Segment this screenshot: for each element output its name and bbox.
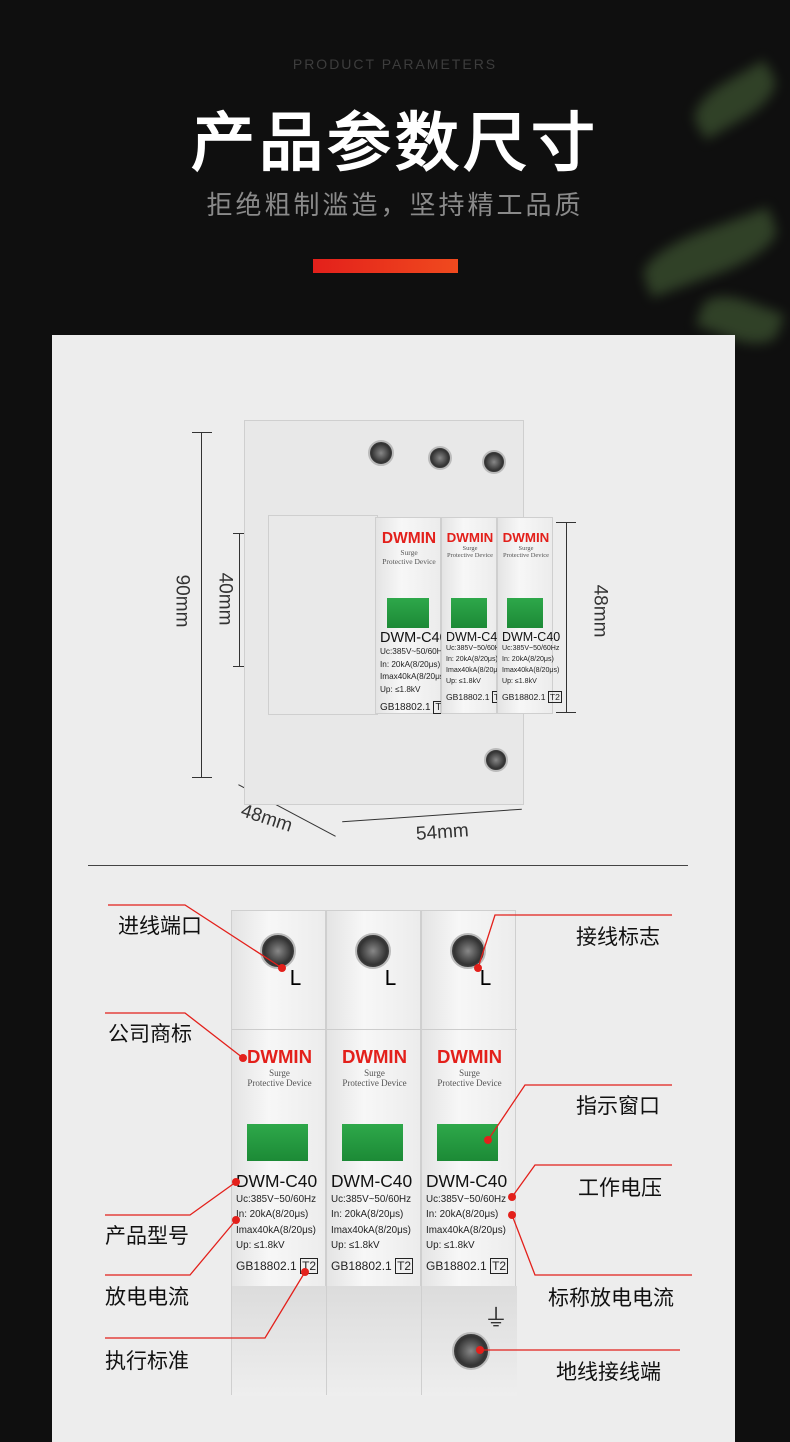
spd-module: L DWMIN Surge Protective Device DWM-C40 … [231, 910, 327, 1396]
spec-up: Up: ≤1.8kV [426, 1239, 475, 1251]
product-line1: Surge [462, 545, 478, 552]
brand-logo: DWMIN [502, 530, 550, 545]
indicator-window [450, 598, 487, 628]
product-line2: Protective Device [247, 1078, 312, 1088]
callout-standard: 执行标准 [105, 1349, 189, 1373]
product-line2: Protective Device [342, 1078, 407, 1088]
spec-up: Up: ≤1.8kV [502, 677, 537, 685]
indicator-window [386, 598, 429, 628]
screw-icon [354, 933, 391, 969]
spec-imax: Imax40kA(8/20μs) [331, 1224, 411, 1236]
callout-wiring-mark: 接线标志 [576, 925, 660, 949]
screw-icon [484, 748, 508, 772]
product-line2: Protective Device [447, 552, 493, 559]
terminal-label: L [289, 966, 301, 990]
callout-company-logo: 公司商标 [108, 1022, 192, 1046]
product-line1: Surge [269, 1068, 290, 1078]
spd-module: DWMIN Surge Protective Device DWM-C40 Uc… [441, 517, 506, 714]
spd-module: DWMIN Surge Protective Device DWM-C40 Uc… [497, 517, 562, 714]
spec-imax: Imax40kA(8/20μs) [236, 1224, 316, 1236]
device-side-cover [268, 515, 378, 715]
brand-logo: DWMIN [381, 530, 437, 547]
product-line2: Protective Device [382, 557, 436, 566]
spec-in: In: 20kA(8/20μs) [446, 655, 498, 663]
model-number: DWM-C40 [502, 630, 561, 644]
spec-up: Up: ≤1.8kV [380, 685, 421, 695]
spec-uc: Uc:385V~50/60Hz [426, 1194, 507, 1205]
spd-module: L DWMIN Surge Protective Device DWM-C40 … [421, 910, 517, 1396]
ground-icon: ⏚ [484, 1304, 508, 1332]
callout-ground-terminal: 地线接线端 [556, 1360, 661, 1384]
standard-code: GB18802.1 [380, 701, 431, 713]
spec-uc: Uc:385V~50/60Hz [502, 645, 560, 652]
model-number: DWM-C40 [236, 1171, 318, 1191]
product-line1: Surge [459, 1068, 480, 1078]
spd-module: DWMIN Surge Protective Device DWM-C40 Uc… [375, 517, 450, 714]
callout-indicator-window: 指示窗口 [576, 1094, 660, 1118]
spec-uc: Uc:385V~50/60Hz [446, 645, 504, 652]
standard-code: GB18802.1 [502, 691, 546, 702]
spec-in: In: 20kA(8/20μs) [502, 655, 554, 663]
spec-imax: Imax40kA(8/20μs) [380, 672, 447, 682]
brand-logo: DWMIN [246, 1046, 313, 1067]
spec-up: Up: ≤1.8kV [331, 1239, 380, 1251]
model-number: DWM-C40 [446, 630, 505, 644]
model-number: DWM-C40 [380, 630, 448, 646]
standard-code: GB18802.1 [236, 1259, 297, 1273]
callout-model: 产品型号 [105, 1224, 189, 1248]
spd-module: L DWMIN Surge Protective Device DWM-C40 … [326, 910, 422, 1396]
brand-logo: DWMIN [341, 1046, 408, 1067]
spec-imax: Imax40kA(8/20μs) [502, 666, 560, 674]
brand-logo: DWMIN [436, 1046, 503, 1067]
standard-code: GB18802.1 [331, 1259, 392, 1273]
class-badge: T2 [490, 1258, 509, 1274]
class-badge: T2 [395, 1258, 414, 1274]
slogan: 拒绝粗制滥造，坚持精工品质 [206, 191, 584, 221]
product-line1: Surge [364, 1068, 385, 1078]
spec-imax: Imax40kA(8/20μs) [446, 666, 504, 674]
product-line1: Surge [518, 545, 534, 552]
callout-nominal-discharge: 标称放电电流 [548, 1286, 674, 1310]
callout-working-voltage: 工作电压 [578, 1176, 662, 1200]
spec-uc: Uc:385V~50/60Hz [380, 647, 447, 656]
product-line2: Protective Device [437, 1078, 502, 1088]
product-line1: Surge [400, 548, 418, 557]
spec-in: In: 20kA(8/20μs) [380, 659, 441, 669]
subtitle-en: PRODUCT PARAMETERS [292, 56, 498, 72]
spec-in: In: 20kA(8/20μs) [426, 1209, 499, 1221]
spec-in: In: 20kA(8/20μs) [331, 1209, 404, 1221]
callout-incoming-terminal: 进线端口 [118, 914, 202, 938]
spec-up: Up: ≤1.8kV [446, 677, 481, 685]
callout-discharge-current: 放电电流 [105, 1285, 189, 1309]
screw-icon [368, 440, 394, 466]
model-number: DWM-C40 [426, 1171, 508, 1191]
standard-code: GB18802.1 [446, 691, 490, 702]
brand-logo: DWMIN [446, 530, 494, 545]
standard-code: GB18802.1 [426, 1259, 487, 1273]
spec-up: Up: ≤1.8kV [236, 1239, 285, 1251]
spec-uc: Uc:385V~50/60Hz [236, 1194, 317, 1205]
indicator-window [342, 1124, 403, 1161]
divider [88, 865, 688, 866]
product-line2: Protective Device [503, 552, 549, 559]
screw-icon [482, 450, 506, 474]
model-number: DWM-C40 [331, 1171, 413, 1191]
terminal-label: L [384, 966, 396, 990]
terminal-label: L [479, 966, 491, 990]
indicator-window [506, 598, 543, 628]
class-badge: T2 [547, 690, 562, 703]
spec-imax: Imax40kA(8/20μs) [426, 1224, 506, 1236]
spec-uc: Uc:385V~50/60Hz [331, 1194, 412, 1205]
page-title: 产品参数尺寸 [191, 107, 599, 181]
screw-icon [428, 446, 452, 470]
screw-icon [259, 933, 296, 969]
indicator-window [247, 1124, 308, 1161]
accent-bar [313, 259, 458, 273]
spec-in: In: 20kA(8/20μs) [236, 1209, 309, 1221]
ground-screw-icon [452, 1332, 490, 1370]
